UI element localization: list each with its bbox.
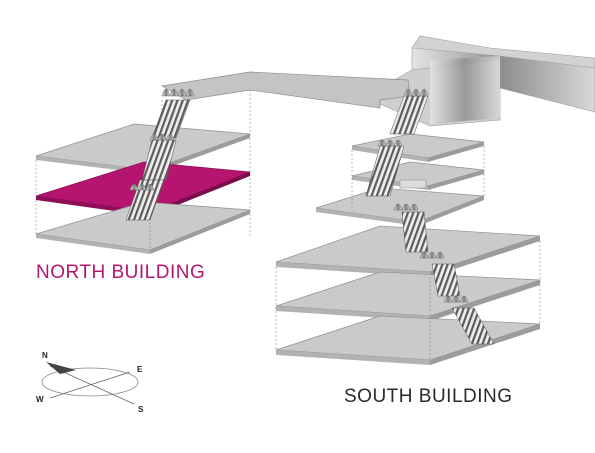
north-building [35,88,251,254]
north-building-label: NORTH BUILDING [36,262,206,283]
north-arrow-icon [46,362,76,374]
south-tower-floor-4 [351,133,485,159]
compass: N E W S [36,351,144,414]
compass-ring [41,367,139,397]
south-stair-4 [431,263,461,297]
south-building [275,88,541,365]
north-stair-1 [151,99,191,139]
compass-n: N [42,351,48,360]
compass-s: S [138,405,144,414]
south-building-label: SOUTH BUILDING [344,386,513,407]
compass-e: E [137,365,143,374]
north-stair-3 [125,179,165,221]
south-stair-3 [401,211,429,253]
south-tower-floor-2 [315,187,485,223]
compass-w: W [36,395,44,404]
south-stair-5 [451,307,495,345]
